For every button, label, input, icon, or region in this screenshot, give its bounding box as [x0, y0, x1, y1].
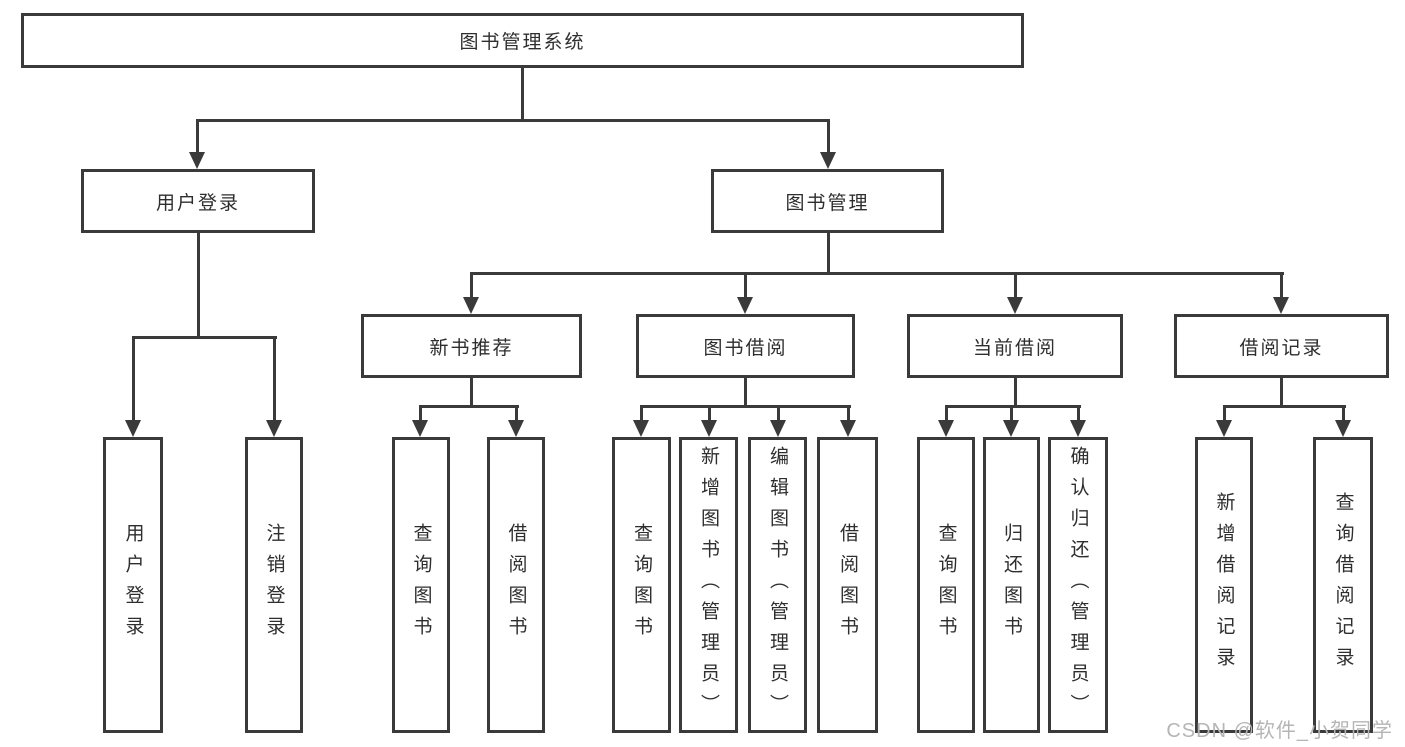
leaf-label: 归还图书 — [1001, 523, 1022, 647]
leaf-label: 确认归还（管理员） — [1067, 445, 1089, 725]
arrowhead-icon — [770, 420, 786, 437]
connector-line — [470, 378, 473, 408]
leaf-label: 查询图书 — [935, 523, 957, 647]
leaf-label: 注销登录 — [263, 523, 285, 647]
leaf-current-query-books: 查询图书 — [917, 437, 975, 733]
leaf-borrow-borrow-books: 借阅图书 — [817, 437, 878, 733]
leaf-label: 查询图书 — [631, 523, 652, 647]
leaf-add-books-admin: 新增图书（管理员） — [679, 437, 738, 733]
arrowhead-icon — [1007, 297, 1023, 314]
connector-line — [515, 405, 518, 422]
connector-line — [132, 336, 135, 422]
arrowhead-icon — [1273, 297, 1289, 314]
connector-line — [419, 405, 519, 408]
connector-line — [777, 405, 780, 422]
connector-line — [196, 119, 199, 154]
connector-line — [640, 405, 643, 422]
connector-line — [945, 405, 948, 422]
leaf-edit-books-admin: 编辑图书（管理员） — [748, 437, 807, 733]
connector-line — [744, 272, 747, 299]
connector-line — [470, 272, 473, 299]
arrowhead-icon — [737, 297, 753, 314]
leaf-return-books: 归还图书 — [983, 437, 1040, 733]
arrowhead-icon — [1003, 420, 1019, 437]
arrowhead-icon — [266, 420, 282, 437]
connector-line — [1280, 378, 1283, 408]
connector-line — [744, 378, 747, 408]
leaf-recommend-query-books: 查询图书 — [392, 437, 450, 733]
node-borrow-records: 借阅记录 — [1174, 314, 1389, 378]
arrowhead-icon — [463, 297, 479, 314]
connector-line — [1342, 405, 1345, 422]
connector-line — [1280, 272, 1283, 299]
node-root-library-system: 图书管理系统 — [21, 13, 1024, 68]
connector-line — [708, 405, 711, 422]
connector-line — [419, 405, 422, 422]
connector-line — [1010, 405, 1013, 422]
leaf-label: 编辑图书（管理员） — [767, 445, 788, 725]
connector-line — [640, 405, 851, 408]
connector-line — [1223, 405, 1226, 422]
node-new-book-recommend: 新书推荐 — [361, 314, 582, 378]
connector-line — [197, 233, 200, 339]
arrowhead-icon — [189, 152, 205, 169]
node-label: 图书管理 — [785, 192, 870, 214]
leaf-user-login: 用户登录 — [103, 437, 163, 733]
arrowhead-icon — [840, 420, 856, 437]
connector-line — [1077, 405, 1080, 422]
node-label: 借阅记录 — [1239, 337, 1324, 359]
node-label: 图书借阅 — [703, 337, 788, 359]
node-current-borrow: 当前借阅 — [907, 314, 1123, 378]
connector-line — [1223, 405, 1346, 408]
connector-line — [521, 68, 524, 121]
leaf-label: 查询图书 — [410, 523, 432, 647]
leaf-logout: 注销登录 — [245, 437, 303, 733]
connector-line — [1014, 272, 1017, 299]
connector-line — [1014, 378, 1017, 408]
leaf-borrow-query-books: 查询图书 — [612, 437, 671, 733]
connector-line — [273, 336, 276, 422]
arrowhead-icon — [125, 420, 141, 437]
leaf-label: 用户登录 — [122, 523, 144, 647]
arrowhead-icon — [701, 420, 717, 437]
connector-line — [827, 233, 830, 275]
arrowhead-icon — [412, 420, 428, 437]
arrowhead-icon — [633, 420, 649, 437]
connector-line — [132, 336, 277, 339]
leaf-label: 新增借阅记录 — [1213, 492, 1235, 678]
node-book-borrow: 图书借阅 — [636, 314, 855, 378]
leaf-label: 查询借阅记录 — [1332, 492, 1354, 678]
node-label: 当前借阅 — [972, 337, 1057, 359]
leaf-label: 新增图书（管理员） — [698, 445, 719, 725]
connector-line — [470, 272, 1284, 275]
connector-line — [945, 405, 1081, 408]
node-user-login: 用户登录 — [81, 169, 315, 233]
leaf-label: 借阅图书 — [505, 523, 527, 647]
node-label: 图书管理系统 — [459, 32, 586, 53]
connector-line — [196, 119, 830, 122]
leaf-add-borrow-record: 新增借阅记录 — [1195, 437, 1253, 733]
arrowhead-icon — [938, 420, 954, 437]
arrowhead-icon — [1335, 420, 1351, 437]
leaf-label: 借阅图书 — [837, 523, 858, 647]
arrowhead-icon — [508, 420, 524, 437]
leaf-recommend-borrow-books: 借阅图书 — [487, 437, 545, 733]
arrowhead-icon — [1216, 420, 1232, 437]
arrowhead-icon — [820, 152, 836, 169]
node-label: 用户登录 — [155, 192, 240, 214]
arrowhead-icon — [1070, 420, 1086, 437]
leaf-query-borrow-record: 查询借阅记录 — [1313, 437, 1373, 733]
connector-line — [827, 119, 830, 154]
watermark: CSDN @软件_小贺同学 — [1166, 720, 1393, 742]
node-label: 新书推荐 — [429, 337, 514, 359]
leaf-confirm-return-admin: 确认归还（管理员） — [1048, 437, 1108, 733]
connector-line — [847, 405, 850, 422]
node-book-management: 图书管理 — [711, 169, 944, 233]
